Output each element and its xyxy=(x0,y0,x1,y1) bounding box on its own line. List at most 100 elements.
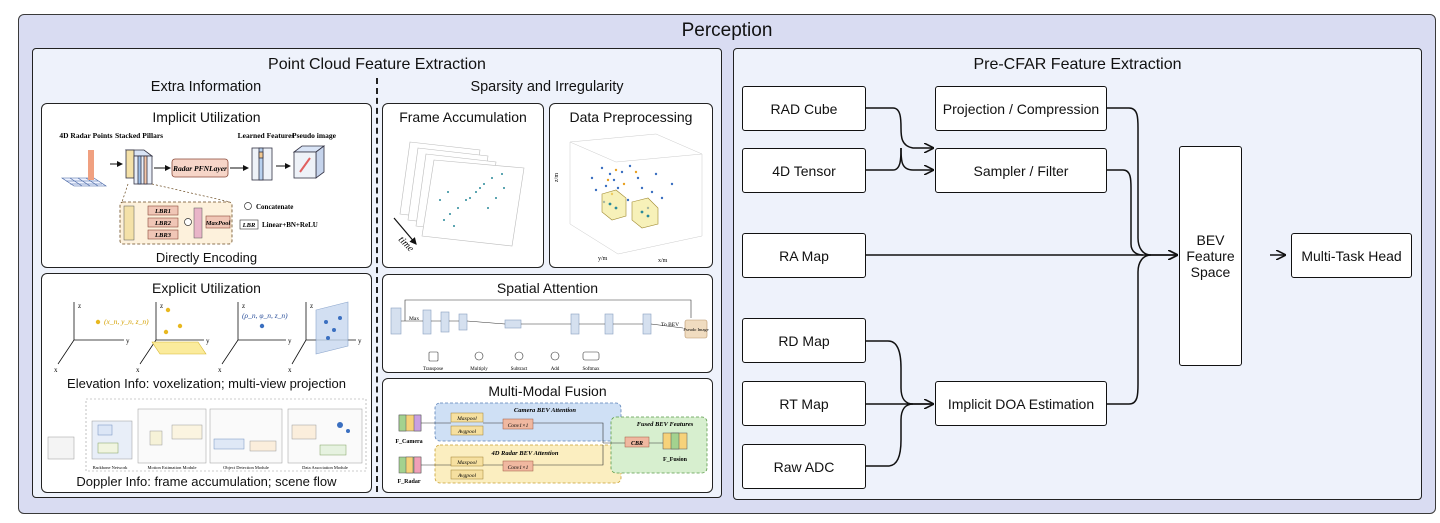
lbr1-box xyxy=(147,205,179,216)
spatial-attention-title: Spatial Attention xyxy=(496,280,599,296)
svg-text:z: z xyxy=(242,302,245,310)
axes-3 xyxy=(221,302,286,365)
axes-2 xyxy=(139,302,204,365)
fused-box xyxy=(610,416,708,474)
pseudo-image-label: Pseudo image xyxy=(292,131,337,140)
fused-label: Fused BEV Features xyxy=(637,421,694,428)
cbr-label: CBR xyxy=(631,441,643,447)
doppler-module-4: Data Association Module xyxy=(302,465,348,470)
lbr2-box xyxy=(147,217,179,228)
point-cloud-title: Point Cloud Feature Extraction xyxy=(268,56,486,73)
lbr2-label: LBR2 xyxy=(154,220,172,227)
camera-conv: Conv1×1 xyxy=(508,423,529,429)
legend-multiply: Multiply xyxy=(470,367,488,372)
legend-add: Add xyxy=(551,367,560,372)
legend-softmax: Softmax xyxy=(583,367,600,372)
spatial-pseudo-label: Pseudo Image xyxy=(683,327,708,332)
frame-points xyxy=(439,173,505,227)
sampler-filter-node: Sampler / Filter xyxy=(935,148,1107,193)
svg-text:x: x xyxy=(218,366,222,374)
extra-info-title: Extra Information xyxy=(150,79,262,95)
voxel-boxes xyxy=(601,189,659,229)
radar-att-label: 4D Radar BEV Attention xyxy=(490,450,558,457)
pseudo-image-box xyxy=(684,319,708,339)
lbr3-label: LBR3 xyxy=(154,232,172,239)
legend-transpose: Transpose xyxy=(423,367,444,372)
doppler-module-3: Object Detection Module xyxy=(223,465,269,470)
fused-cube xyxy=(662,432,688,450)
input-raw-adc: Raw ADC xyxy=(742,444,866,489)
legend-subtract: Subtract xyxy=(511,367,528,372)
x-axis-label: x/m xyxy=(658,258,668,264)
implicit-caption: Directly Encoding xyxy=(155,250,258,265)
lbr-key-desc: Linear+BN+ReLU xyxy=(262,221,318,229)
maxpool-box xyxy=(205,215,231,229)
learned-features xyxy=(251,147,273,181)
multi-task-head-node: Multi-Task Head xyxy=(1291,233,1412,278)
concat-legend-label: Concatenate xyxy=(256,203,293,211)
f-fusion-label: F_Fusion xyxy=(663,457,688,463)
doppler-module-1: Backbone Network xyxy=(93,465,129,470)
radar-points-label: 4D Radar Points xyxy=(59,131,112,140)
pre-cfar-connectors xyxy=(866,107,1422,467)
f-camera-label: F_Camera xyxy=(395,439,422,445)
f-radar-label: F_Radar xyxy=(398,479,421,485)
stacked-pillars-label: Stacked Pillars xyxy=(115,131,163,140)
section-divider xyxy=(376,78,378,492)
stacked-pillars xyxy=(124,149,154,185)
radar-avgpool: Avgpool xyxy=(457,473,476,479)
concat-legend-symbol xyxy=(244,202,252,210)
to-bev-label: To BEV xyxy=(661,322,679,328)
frame-accumulation-title: Frame Accumulation xyxy=(399,109,527,125)
camera-att-label: Camera BEV Attention xyxy=(514,407,577,414)
voxel-plane xyxy=(151,341,207,355)
data-preprocessing-title: Data Preprocessing xyxy=(569,109,693,125)
radar-conv: Conv1×1 xyxy=(508,465,529,471)
coord-label-cartesian: (x_n, y_n, z_n) xyxy=(104,317,149,326)
svg-text:x: x xyxy=(288,366,292,374)
spatial-attention-figure: Max To BEV Pseudo Image Transpose Multip… xyxy=(390,299,709,372)
svg-text:z: z xyxy=(78,302,81,310)
main-title: Perception xyxy=(681,20,773,41)
svg-text:y: y xyxy=(206,337,210,345)
z-axis-label: z/m xyxy=(554,173,560,182)
fusion-figure: Camera BEV Attention 4D Radar BEV Attent… xyxy=(395,402,708,485)
pseudo-image xyxy=(292,145,326,179)
pfn-layer-box xyxy=(171,158,229,178)
svg-text:y: y xyxy=(126,337,130,345)
svg-text:y: y xyxy=(288,337,292,345)
radar-cube xyxy=(398,456,422,474)
lbr3-box xyxy=(147,229,179,240)
learned-features-label: Learned Features xyxy=(238,131,295,140)
doppler-caption: Doppler Info: frame accumulation; scene … xyxy=(76,474,337,489)
spatial-attention-card xyxy=(382,274,713,373)
camera-maxpool: Maxpool xyxy=(456,416,477,422)
explicit-figure: zyx (x_n, y_n, z_n) zyx (ρ_n, φ_n, z_n) … xyxy=(54,301,362,374)
implicit-doa-node: Implicit DOA Estimation xyxy=(935,381,1107,426)
maxpool-label: MaxPool xyxy=(205,220,231,227)
coord-label-cylindrical: (ρ_n, φ_n, z_n) xyxy=(242,311,288,320)
lbr-key-label: LBR xyxy=(242,222,256,229)
svg-text:z: z xyxy=(160,302,163,310)
voxel-points xyxy=(608,202,650,218)
projection-compression-node: Projection / Compression xyxy=(935,86,1107,131)
pre-cfar-title: Pre-CFAR Feature Extraction xyxy=(973,56,1182,73)
lbr1-label: LBR1 xyxy=(154,208,171,215)
implicit-title: Implicit Utilization xyxy=(152,109,261,125)
y-axis-label: y/m xyxy=(598,256,608,262)
radar-pillar xyxy=(88,150,94,180)
implicit-figure: 4D Radar Points Stacked Pillars Radar PF… xyxy=(59,131,337,245)
radar-grid xyxy=(61,177,107,187)
max-label: Max xyxy=(409,316,419,322)
explicit-title: Explicit Utilization xyxy=(152,280,261,296)
front-frame xyxy=(421,159,525,247)
bev-feature-space-node: BEV Feature Space xyxy=(1179,146,1242,366)
input-rd-map: RD Map xyxy=(742,318,866,363)
time-label: time xyxy=(396,234,416,254)
camera-cube xyxy=(398,414,422,432)
doppler-figure: Backbone Network Motion Estimation Modul… xyxy=(47,398,367,472)
concat-node xyxy=(184,218,192,226)
projection-plane xyxy=(315,301,349,355)
pfn-layer-label: Radar PFNLayer xyxy=(172,164,227,173)
input-ra-map: RA Map xyxy=(742,233,866,278)
